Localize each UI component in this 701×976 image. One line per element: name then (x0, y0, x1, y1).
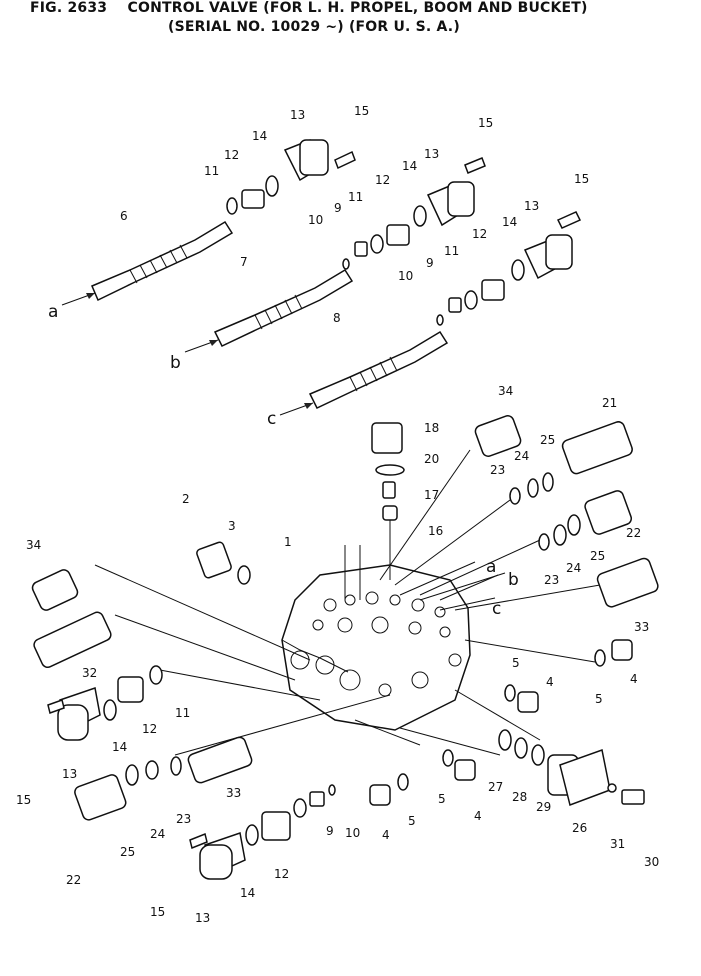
callout-label: 9 (326, 824, 334, 838)
callout-label: 12 (472, 227, 487, 241)
callout-label: 34 (498, 384, 513, 398)
callout-label: 5 (408, 814, 416, 828)
callout-label: 11 (204, 164, 219, 178)
callout-label: 12 (375, 173, 390, 187)
leader-lines (94, 449, 601, 756)
callout-label: 33 (634, 620, 649, 634)
callout-label: 23 (176, 812, 191, 826)
callout-label: 24 (566, 561, 581, 575)
figure-title: FIG. 2633 CONTROL VALVE (FOR L. H. PROPE… (30, 0, 588, 16)
spool-hardware (226, 139, 582, 326)
callout-label: 3 (228, 519, 236, 533)
callout-label: 9 (426, 256, 434, 270)
callout-label: 5 (595, 692, 603, 706)
callout-labels: a b c a b c 1 2 3 4 4 4 4 5 5 5 5 6 7 8 … (16, 104, 659, 925)
callout-label: 22 (626, 526, 641, 540)
callout-label: 25 (590, 549, 605, 563)
spool-8 (279, 330, 449, 416)
callout-label: 7 (240, 255, 248, 269)
callout-label: 17 (424, 488, 439, 502)
callout-label: 2 (182, 492, 190, 506)
figure-subtitle: (SERIAL NO. 10029 ~) (FOR U. S. A.) (168, 19, 460, 35)
callout-label: 13 (424, 147, 439, 161)
callout-label: 15 (16, 793, 31, 807)
callout-label: 24 (514, 449, 529, 463)
callout-label: 4 (546, 675, 554, 689)
callout-label: 15 (354, 104, 369, 118)
callout-label: 32 (82, 666, 97, 680)
callout-label: 24 (150, 827, 165, 841)
callout-label: b (170, 353, 181, 373)
callout-label: 29 (536, 800, 551, 814)
callout-label: c (492, 599, 501, 619)
callout-label: 25 (540, 433, 555, 447)
callout-label: 4 (474, 809, 482, 823)
spool-7 (184, 268, 354, 353)
callout-label: 9 (334, 201, 342, 215)
callout-label: 11 (444, 244, 459, 258)
callout-label: 12 (142, 722, 157, 736)
callout-label: 34 (26, 538, 41, 552)
callout-label: 22 (66, 873, 81, 887)
side-parts (31, 415, 659, 880)
callout-label: 28 (512, 790, 527, 804)
callout-label: b (508, 570, 519, 590)
callout-label: 13 (524, 199, 539, 213)
callout-label: 6 (120, 209, 128, 223)
valve-body (281, 564, 471, 731)
callout-label: 30 (644, 855, 659, 869)
callout-label: 25 (120, 845, 135, 859)
callout-label: 10 (398, 269, 413, 283)
callout-label: 8 (333, 311, 341, 325)
callout-label: 14 (252, 129, 267, 143)
callout-label: 5 (438, 792, 446, 806)
callout-label: 14 (502, 215, 517, 229)
callout-label: 14 (240, 886, 255, 900)
callout-label: c (267, 409, 276, 429)
callout-label: 13 (195, 911, 210, 925)
callout-label: 14 (402, 159, 417, 173)
callout-label: 10 (308, 213, 323, 227)
callout-label: 31 (610, 837, 625, 851)
callout-label: 12 (274, 867, 289, 881)
callout-label: 1 (284, 535, 292, 549)
callout-label: 11 (175, 706, 190, 720)
callout-label: 12 (224, 148, 239, 162)
callout-label: 10 (345, 826, 360, 840)
callout-label: 11 (348, 190, 363, 204)
callout-label: 4 (382, 828, 390, 842)
callout-label: 27 (488, 780, 503, 794)
callout-label: 13 (62, 767, 77, 781)
callout-label: 15 (150, 905, 165, 919)
callout-label: 23 (490, 463, 505, 477)
callout-label: a (486, 557, 496, 577)
callout-label: 26 (572, 821, 587, 835)
callout-label: 18 (424, 421, 439, 435)
callout-label: a (48, 302, 58, 322)
callout-label: 23 (544, 573, 559, 587)
callout-label: 20 (424, 452, 439, 466)
callout-label: 21 (602, 396, 617, 410)
callout-label: 5 (512, 656, 520, 670)
callout-label: 13 (290, 108, 305, 122)
callout-label: 15 (478, 116, 493, 130)
callout-label: 16 (428, 524, 443, 538)
callout-label: 4 (630, 672, 638, 686)
callout-label: 33 (226, 786, 241, 800)
spool-6 (61, 220, 234, 306)
callout-label: 15 (574, 172, 589, 186)
callout-label: 14 (112, 740, 127, 754)
